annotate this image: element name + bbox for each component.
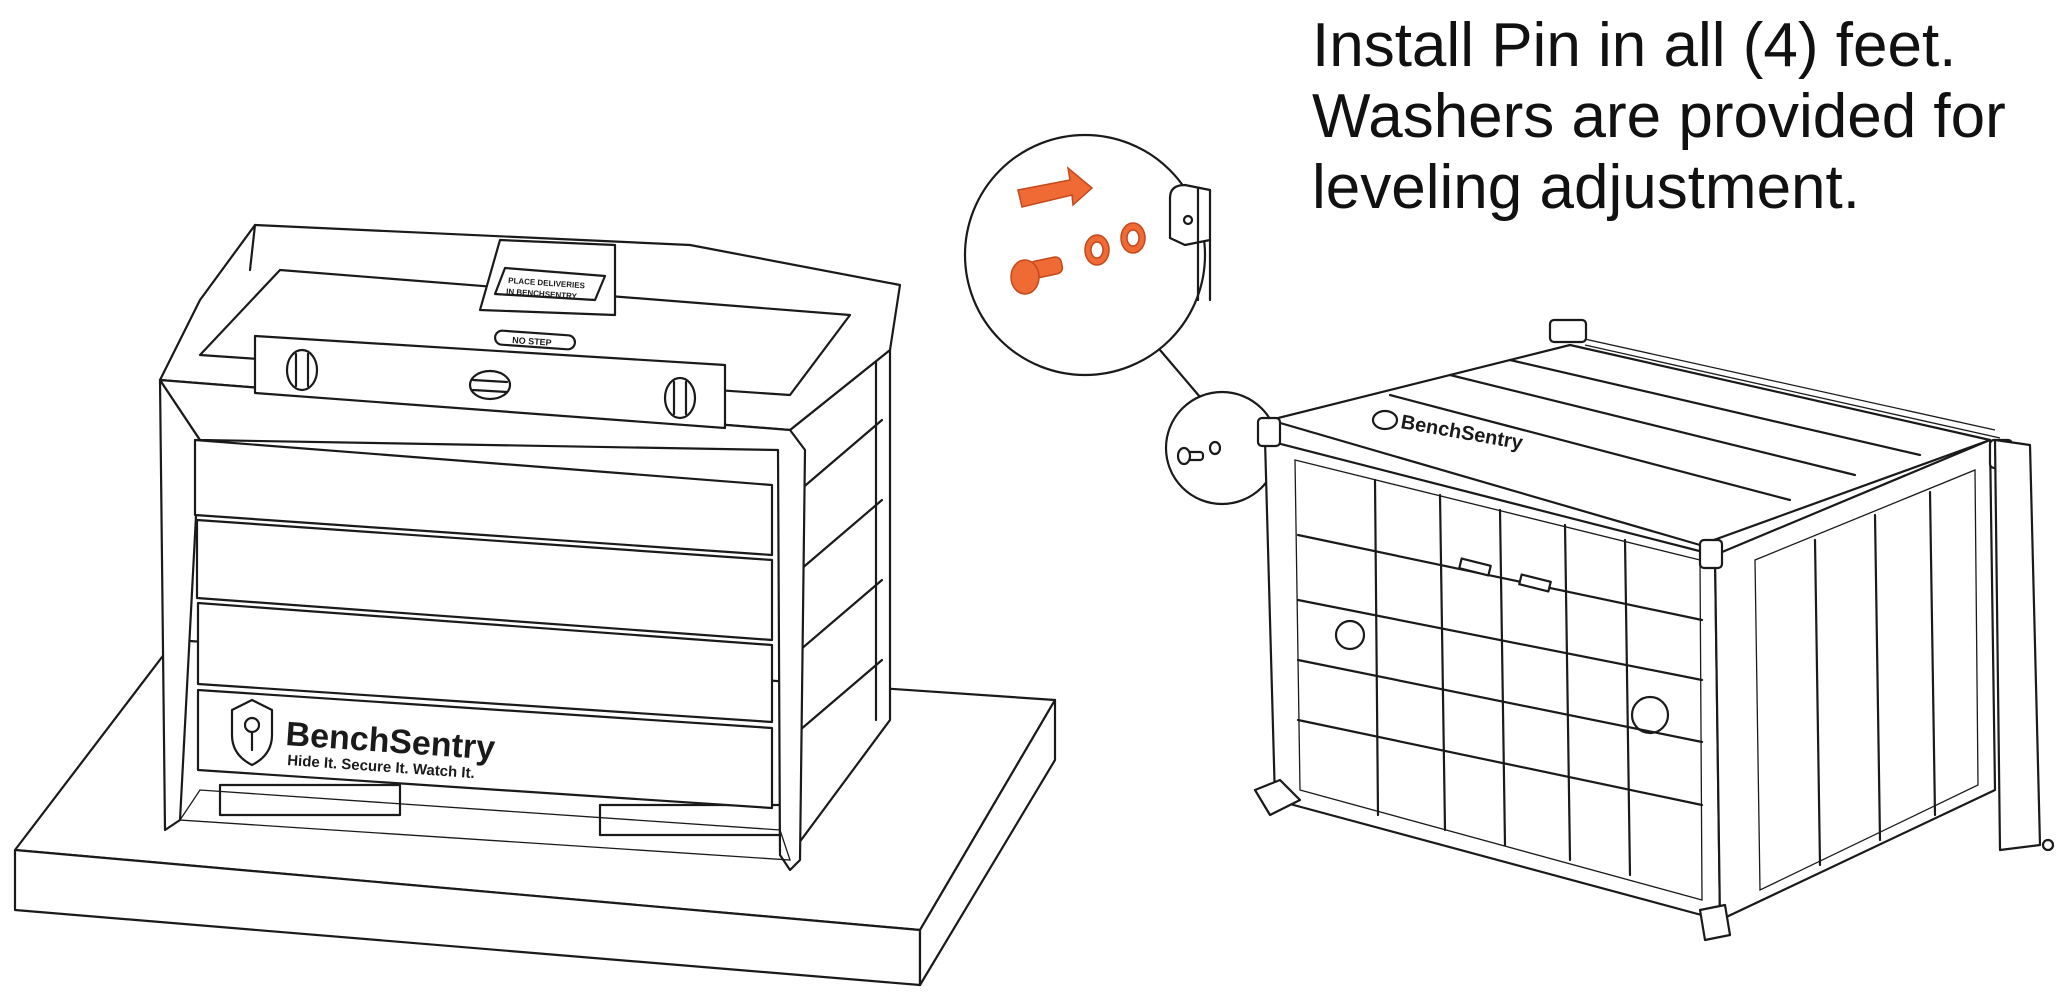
spirit-level [253, 334, 727, 430]
instruction-text: Install Pin in all (4) feet. Washers are… [1312, 10, 2052, 223]
mount-hole [1630, 695, 1670, 735]
foot-bottom-right [1698, 903, 1732, 942]
washer-icon [1208, 440, 1222, 456]
washer-icon [1120, 222, 1146, 254]
instruction-line-2: Washers are provided for [1312, 82, 2006, 151]
front-panel-2 [195, 518, 774, 642]
front-panel-1 [193, 438, 774, 557]
top-foot-back [1548, 318, 1588, 344]
front-panel-3 [196, 601, 774, 724]
inverted-unit: BenchSentry [1253, 318, 2055, 942]
front-frame [158, 378, 807, 872]
unit-side-face [1713, 438, 1997, 922]
level-vial-icon [285, 348, 319, 392]
mount-hole [1334, 619, 1366, 651]
washer-icon [1084, 234, 1110, 266]
foot-bottom-left [1253, 778, 1302, 817]
pin-icon [1176, 446, 1205, 466]
shield-keyhole-icon [230, 698, 274, 767]
pin-icon [1010, 256, 1064, 295]
front-panel-4-logo [196, 688, 774, 810]
level-vial-icon [663, 376, 697, 420]
pin-detail-callout [963, 133, 1280, 506]
side-rail [1993, 438, 2042, 852]
upright-unit-with-level: BenchSentry Hide It. Secure It. Watch It… [13, 223, 1057, 987]
placard: PLACE DELIVERIES IN BENCHSENTRY NO STEP [478, 238, 617, 351]
instruction-line-1: Install Pin in all (4) feet. [1312, 11, 1957, 80]
no-step-badge [493, 329, 577, 351]
instruction-line-3: leveling adjustment. [1312, 153, 1860, 222]
level-vial-icon [468, 369, 512, 401]
front-foot-left [218, 783, 402, 817]
no-step-label: NO STEP [512, 335, 552, 348]
foot-bracket [1168, 183, 1212, 302]
arrow-right-icon [1017, 166, 1094, 208]
foot-top-left [1256, 416, 1282, 448]
foot-top-right [1698, 538, 1724, 570]
callout-leader [1158, 348, 1202, 399]
placard-label [493, 266, 607, 302]
